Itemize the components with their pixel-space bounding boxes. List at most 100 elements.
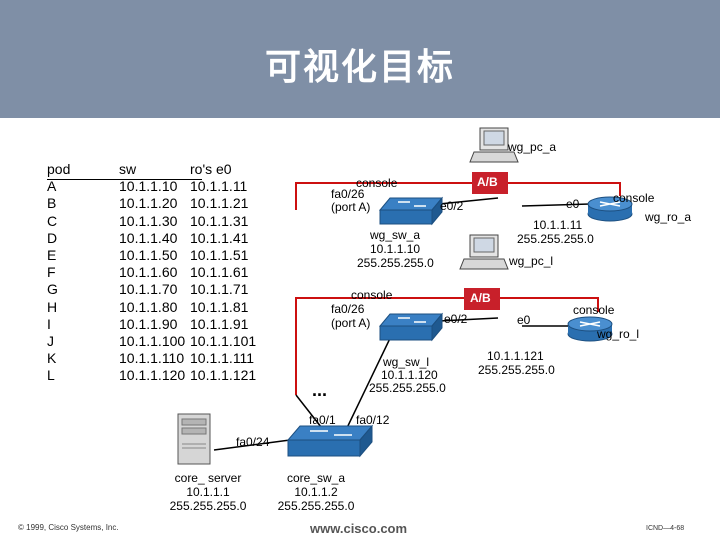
ab-switch-box-top — [472, 172, 508, 194]
fa01-label: fa0/1 — [309, 413, 336, 427]
sw-cell: 10.1.1.40 — [119, 229, 178, 246]
fa024-label: fa0/24 — [236, 435, 270, 449]
pod-cell: B — [47, 195, 57, 212]
page-title: 可视化目标 — [264, 47, 455, 88]
wg-ro-l-label: wg_ro_l — [597, 327, 640, 341]
e0-a-label: e0 — [566, 197, 580, 211]
ro-e0-header: ro's e0 — [190, 161, 232, 177]
title-banner — [0, 0, 720, 118]
pod-cell: J — [47, 333, 54, 350]
sw-cell: 10.1.1.30 — [119, 212, 178, 229]
console-link-sw-a — [295, 182, 472, 210]
pod-cell: C — [47, 212, 58, 229]
ab-top-label: A/B — [477, 175, 498, 189]
pc-icon — [459, 234, 509, 270]
ro-a-ip-label: 10.1.1.11 — [533, 218, 583, 232]
console-link-ro-l — [494, 297, 599, 312]
sw-cell: 10.1.1.100 — [119, 333, 186, 350]
e02-l-label: e0/2 — [444, 312, 468, 326]
wg-sw-l-label: wg_sw_l — [383, 355, 430, 369]
console-ro-a-label: console — [613, 191, 655, 205]
ro-l-mask-label: 255.255.255.0 — [478, 363, 555, 377]
table-header-rule — [47, 179, 202, 180]
sw-l-ip-label: 10.1.1.120 — [381, 368, 438, 382]
console-links — [295, 182, 621, 395]
ro-e0-cell: 10.1.1.111 — [190, 350, 255, 367]
ro-e0-cell: 10.1.1.41 — [190, 229, 249, 246]
fa026-a-label: fa0/26 — [331, 187, 365, 201]
pc-icon — [469, 127, 519, 163]
fa012-label: fa0/12 — [356, 413, 390, 427]
core-sw-mask-label: 255.255.255.0 — [277, 499, 355, 513]
website-link[interactable]: www.cisco.com — [310, 521, 408, 536]
sw-cell: 10.1.1.70 — [119, 281, 178, 298]
sw-a-mask-label: 255.255.255.0 — [357, 256, 434, 270]
pod-cell: L — [47, 367, 55, 384]
wg-pc-a-label: wg_pc_a — [508, 140, 557, 154]
fa026-l-label: fa0/26 — [331, 302, 365, 316]
router-icon — [567, 316, 613, 342]
sw-cell: 10.1.1.80 — [119, 298, 178, 315]
console-link-sw-l — [295, 297, 472, 322]
ro-e0-cell: 10.1.1.91 — [190, 315, 249, 332]
ro-e0-cell: 10.1.1.31 — [190, 212, 249, 229]
ro-e0-cell: 10.1.1.121 — [190, 367, 257, 384]
port-a-l-label: (port A) — [331, 316, 371, 330]
core-server-mask-label: 255.255.255.0 — [169, 499, 247, 513]
sw-cell: 10.1.1.60 — [119, 264, 178, 281]
more-pods-ellipsis: ... — [312, 380, 328, 400]
pod-header: pod — [47, 161, 71, 177]
server-icon — [177, 413, 211, 465]
pod-cell: I — [47, 315, 51, 332]
ro-l-ip-label: 10.1.1.121 — [487, 349, 544, 363]
sw-cell: 10.1.1.90 — [119, 315, 178, 332]
console-sw-a-label: console — [356, 176, 398, 190]
sw-l-mask-label: 255.255.255.0 — [369, 381, 446, 395]
pod-cell: H — [47, 298, 58, 315]
switch-icon — [378, 312, 444, 342]
ro-e0-cell: 10.1.1.101 — [190, 333, 257, 350]
port-a-label: (port A) — [331, 200, 371, 214]
core-sw-ip-label: 10.1.1.2 — [294, 485, 338, 499]
pod-cell: G — [47, 281, 58, 298]
link-e0-a — [521, 203, 591, 207]
pod-cell: K — [47, 350, 57, 367]
pod-cell: D — [47, 229, 58, 246]
sw-cell: 10.1.1.10 — [119, 178, 178, 195]
console-sw-l-label: console — [351, 288, 393, 302]
ro-e0-cell: 10.1.1.21 — [190, 195, 249, 212]
sw-cell: 10.1.1.50 — [119, 247, 178, 264]
link-fa024 — [213, 439, 291, 451]
switch-icon — [286, 424, 374, 458]
pod-cell: F — [47, 264, 56, 281]
ro-e0-cell: 10.1.1.11 — [190, 178, 248, 195]
ro-e0-cell: 10.1.1.81 — [190, 298, 249, 315]
ro-e0-cell: 10.1.1.71 — [190, 281, 249, 298]
wg-sw-a-label: wg_sw_a — [370, 228, 421, 242]
core-server-label: core_ server — [174, 471, 242, 485]
e0-l-label: e0 — [517, 313, 531, 327]
pod-cell: A — [47, 178, 57, 195]
ro-e0-cell: 10.1.1.61 — [190, 264, 249, 281]
ro-e0-cell: 10.1.1.51 — [190, 247, 249, 264]
sw-cell: 10.1.1.120 — [119, 367, 186, 384]
sw-cell: 10.1.1.110 — [119, 350, 185, 367]
switch-icon — [378, 196, 444, 226]
ro-a-mask-label: 255.255.255.0 — [517, 232, 594, 246]
console-link-ro-a — [494, 182, 621, 196]
ab-switch-box-l — [464, 288, 500, 310]
sw-a-ip-label: 10.1.1.10 — [370, 242, 421, 256]
wg-ro-a-label: wg_ro_a — [645, 210, 692, 224]
link-fa012 — [344, 327, 396, 433]
router-icon — [587, 196, 633, 222]
ab-l-label: A/B — [470, 291, 491, 305]
page-number: ICND—4-68 — [646, 525, 685, 532]
e02-a-label: e0/2 — [440, 199, 464, 213]
copyright-notice: © 1999, Cisco Systems, Inc. — [18, 523, 119, 532]
console-ro-l-label: console — [573, 303, 615, 317]
core-server-ip-label: 10.1.1.1 — [186, 485, 230, 499]
